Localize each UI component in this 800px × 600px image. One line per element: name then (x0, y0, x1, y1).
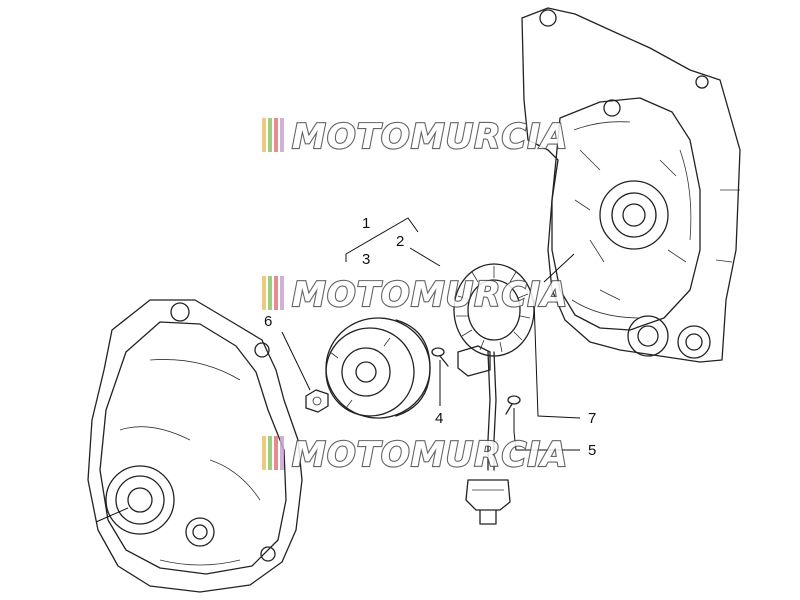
crankcase-right (521, 7, 741, 363)
watermark-stripe (262, 276, 266, 310)
flywheel-nut (305, 389, 329, 413)
watermark-stripe (268, 276, 272, 310)
watermark-stripe (274, 276, 278, 310)
watermark-logo: MOTOMURCIA (262, 116, 568, 158)
watermarks: MOTOMURCIA MOTOMURCIA MOTOMURCIA (262, 116, 568, 476)
watermark-stripe (274, 118, 278, 152)
watermark-stripe (280, 436, 284, 470)
watermark-stripe (268, 436, 272, 470)
callout-5: 5 (588, 442, 596, 459)
leader-lines (281, 217, 581, 451)
watermark-stripe (280, 276, 284, 310)
watermark-logo: MOTOMURCIA (262, 434, 568, 476)
callout-labels: 1 2 3 4 5 6 7 (264, 215, 596, 459)
watermark-text: MOTOMURCIA (292, 435, 568, 475)
callout-7: 7 (588, 410, 596, 427)
callout-6: 6 (264, 313, 272, 330)
callout-4: 4 (435, 410, 443, 427)
flywheel-rotor (325, 317, 431, 419)
screw-5 (505, 395, 521, 415)
watermark-text: MOTOMURCIA (292, 275, 568, 315)
callout-1: 1 (362, 215, 370, 232)
stator-cable (487, 351, 497, 471)
screw-4 (431, 347, 449, 367)
watermark-stripe (280, 118, 284, 152)
watermark-logo: MOTOMURCIA (262, 274, 568, 316)
watermark-stripe (268, 118, 272, 152)
callout-2: 2 (396, 233, 404, 250)
flywheel-cover (87, 299, 303, 593)
watermark-text: MOTOMURCIA (292, 117, 568, 157)
cable-connector (465, 479, 511, 525)
pickup-sensor (457, 345, 491, 377)
watermark-stripe (262, 436, 266, 470)
watermark-stripe (274, 436, 278, 470)
watermark-stripe (262, 118, 266, 152)
callout-3: 3 (362, 251, 370, 268)
